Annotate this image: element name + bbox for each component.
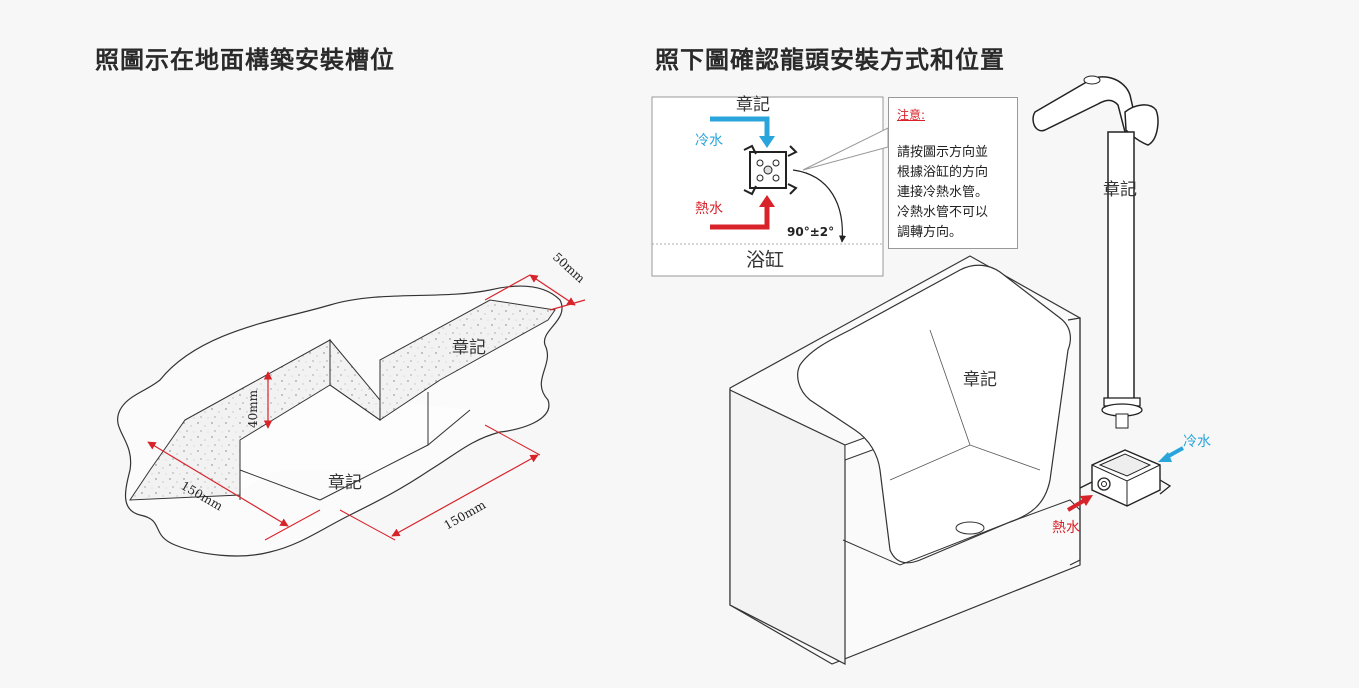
inset-hot-label: 熱水 [695,201,723,217]
note-line: 連接冷熱水管。 [897,185,989,200]
left-stamp-top: 章記 [452,338,486,358]
note-title: 注意: [897,108,926,122]
inset-stamp: 章記 [736,95,770,115]
rotation-arc [792,169,847,243]
note-body: 請按圖示方向並 根據浴缸的方向 連接冷熱水管。 冷熱水管不可以 調轉方向。 [897,143,1015,243]
note-line: 請按圖示方向並 [897,145,989,160]
bottom-cold-label: 冷水 [1183,434,1211,450]
angle-label: 90°±2° [787,225,834,239]
cold-water-arrow [710,116,770,138]
tub-label: 浴缸 [746,249,784,271]
hot-water-arrow [710,205,770,230]
floor-slot-diagram: 40mm 150mm 150mm 50mm 章記 章記 [117,250,588,557]
bottom-hot-label: 熱水 [1052,520,1080,536]
valve-box-icon [743,144,798,196]
left-stamp-bottom: 章記 [328,473,362,493]
note-line: 冷熱水管不可以 [897,205,989,220]
dim-depth-label: 40mm [246,389,260,428]
inset-cold-label: 冷水 [695,133,723,149]
right-panel-title: 照下圖確認龍頭安裝方式和位置 [655,46,1005,74]
bathtub-illustration: 章記 [729,255,1081,665]
faucet-stamp: 章記 [1103,180,1137,200]
note-box: 注意: 請按圖示方向並 根據浴缸的方向 連接冷熱水管。 冷熱水管不可以 調轉方向… [888,97,1018,249]
dim-length-bottom-label: 150mm [442,497,489,532]
bottom-hot-arrow [1066,498,1087,512]
floor-valve-box [1079,449,1172,507]
inset-diagram: 章記 冷水 熱水 90°±2° 浴缸 [651,95,889,277]
note-line: 根據浴缸的方向 [897,165,989,180]
dim-top-label: 50mm [550,250,588,286]
note-line: 調轉方向。 [897,225,963,240]
tub-stamp: 章記 [963,370,997,390]
left-panel-title: 照圖示在地面構築安裝槽位 [95,46,395,74]
faucet-illustration: 章記 [1032,75,1159,429]
